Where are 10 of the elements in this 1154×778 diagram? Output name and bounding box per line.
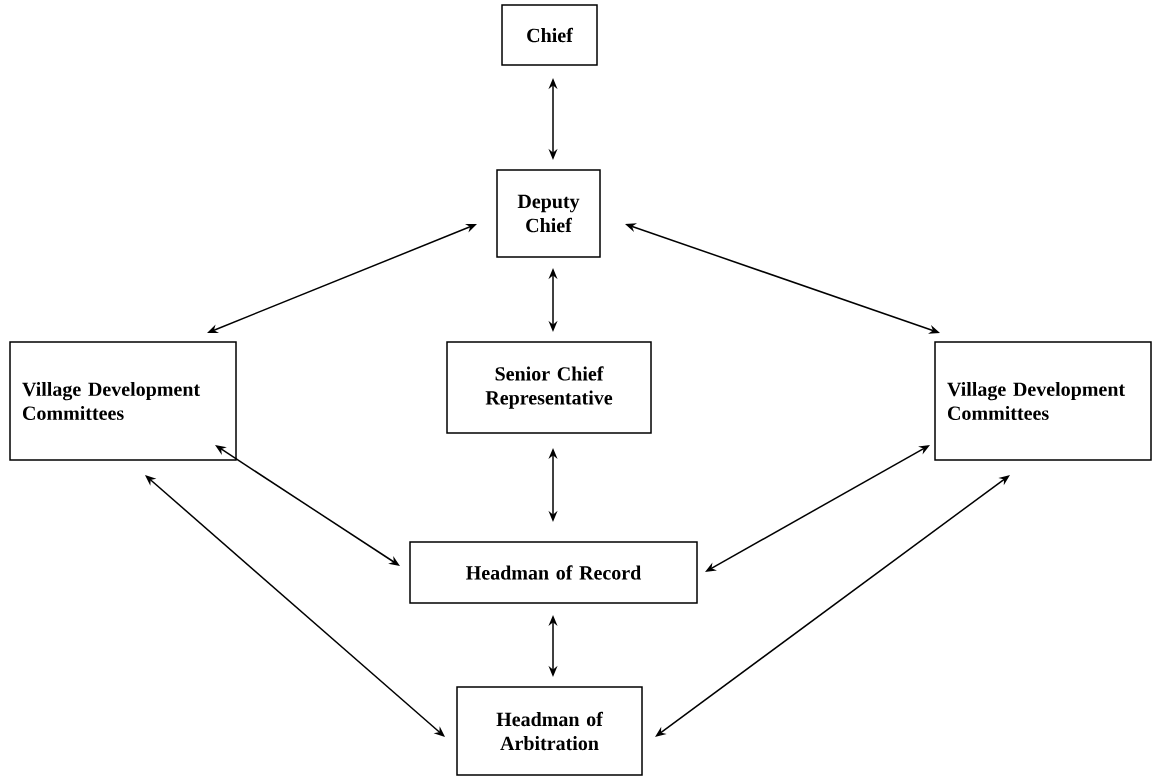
org-box: Village Development Committees bbox=[934, 341, 1152, 461]
org-box: Deputy Chief bbox=[496, 169, 601, 258]
org-box: Headman of Arbitration bbox=[456, 686, 643, 776]
org-box: Village Development Committees bbox=[9, 341, 237, 461]
arrow bbox=[145, 475, 445, 737]
org-box: Headman of Record bbox=[409, 541, 698, 604]
org-box: Senior Chief Representative bbox=[446, 341, 652, 434]
arrow bbox=[215, 445, 400, 566]
org-box: Chief bbox=[501, 4, 598, 66]
arrow bbox=[655, 475, 1010, 737]
